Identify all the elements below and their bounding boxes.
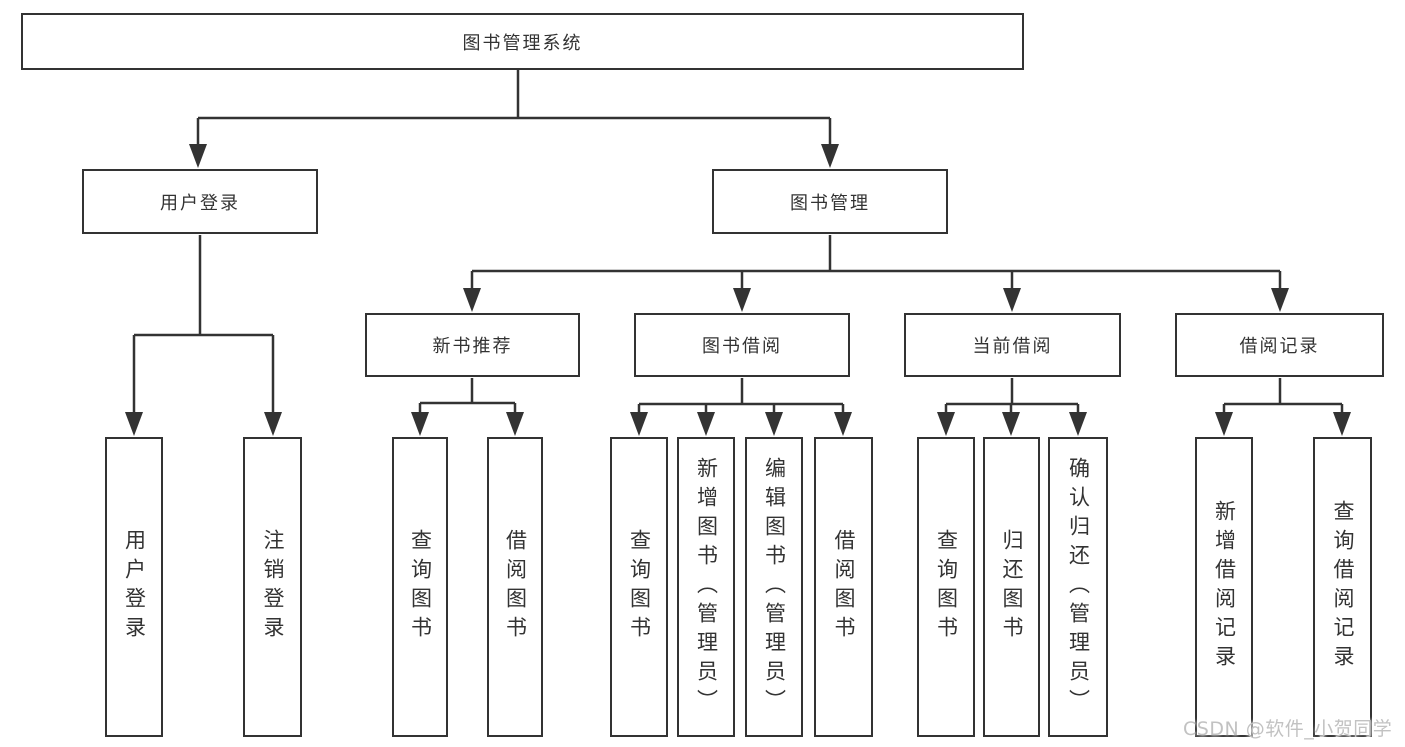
leaf-logout-label: 注销登录 bbox=[261, 529, 285, 645]
node-user-login: 用户登录 bbox=[82, 169, 318, 234]
leaf-query-books-1: 查询图书 bbox=[392, 437, 448, 737]
node-root: 图书管理系统 bbox=[21, 13, 1024, 70]
leaf-query-books-2: 查询图书 bbox=[610, 437, 668, 737]
node-book-management: 图书管理 bbox=[712, 169, 948, 234]
leaf-return-books-label: 归还图书 bbox=[1000, 529, 1024, 645]
leaf-confirm-return: 确认归还（管理员） bbox=[1048, 437, 1108, 737]
node-book-borrowing: 图书借阅 bbox=[634, 313, 850, 377]
leaf-query-books-2-label: 查询图书 bbox=[627, 529, 652, 645]
leaf-borrow-books-1: 借阅图书 bbox=[487, 437, 543, 737]
leaf-user-login: 用户登录 bbox=[105, 437, 163, 737]
leaf-query-books-3-label: 查询图书 bbox=[934, 529, 959, 645]
leaf-return-books: 归还图书 bbox=[983, 437, 1040, 737]
node-book-borrowing-label: 图书借阅 bbox=[702, 336, 782, 357]
node-new-book-recommend-label: 新书推荐 bbox=[432, 336, 513, 357]
leaf-query-books-1-label: 查询图书 bbox=[408, 529, 433, 645]
node-current-borrowing: 当前借阅 bbox=[904, 313, 1121, 377]
leaf-edit-books-label: 编辑图书（管理员） bbox=[762, 456, 787, 718]
node-borrowing-records: 借阅记录 bbox=[1175, 313, 1384, 377]
node-borrowing-records-label: 借阅记录 bbox=[1239, 336, 1320, 357]
leaf-query-books-3: 查询图书 bbox=[917, 437, 975, 737]
node-book-management-label: 图书管理 bbox=[790, 192, 870, 214]
leaf-add-books: 新增图书（管理员） bbox=[677, 437, 735, 737]
node-root-label: 图书管理系统 bbox=[462, 32, 583, 54]
csdn-watermark: CSDN @软件_小贺同学 bbox=[1183, 718, 1393, 740]
leaf-query-record: 查询借阅记录 bbox=[1313, 437, 1372, 737]
node-current-borrowing-label: 当前借阅 bbox=[972, 336, 1053, 357]
leaf-edit-books: 编辑图书（管理员） bbox=[745, 437, 803, 737]
leaf-logout: 注销登录 bbox=[243, 437, 302, 737]
arrowheads bbox=[125, 144, 1351, 436]
leaf-confirm-return-label: 确认归还（管理员） bbox=[1066, 456, 1091, 718]
leaf-borrow-books-1-label: 借阅图书 bbox=[503, 529, 528, 645]
leaf-add-books-label: 新增图书（管理员） bbox=[694, 456, 719, 718]
leaf-add-record: 新增借阅记录 bbox=[1195, 437, 1253, 737]
leaf-borrow-books-2-label: 借阅图书 bbox=[832, 529, 856, 645]
leaf-add-record-label: 新增借阅记录 bbox=[1212, 500, 1237, 674]
node-new-book-recommend: 新书推荐 bbox=[365, 313, 580, 377]
leaf-borrow-books-2: 借阅图书 bbox=[814, 437, 873, 737]
leaf-query-record-label: 查询借阅记录 bbox=[1331, 500, 1355, 674]
leaf-user-login-label: 用户登录 bbox=[122, 529, 147, 645]
node-user-login-label: 用户登录 bbox=[160, 192, 240, 214]
